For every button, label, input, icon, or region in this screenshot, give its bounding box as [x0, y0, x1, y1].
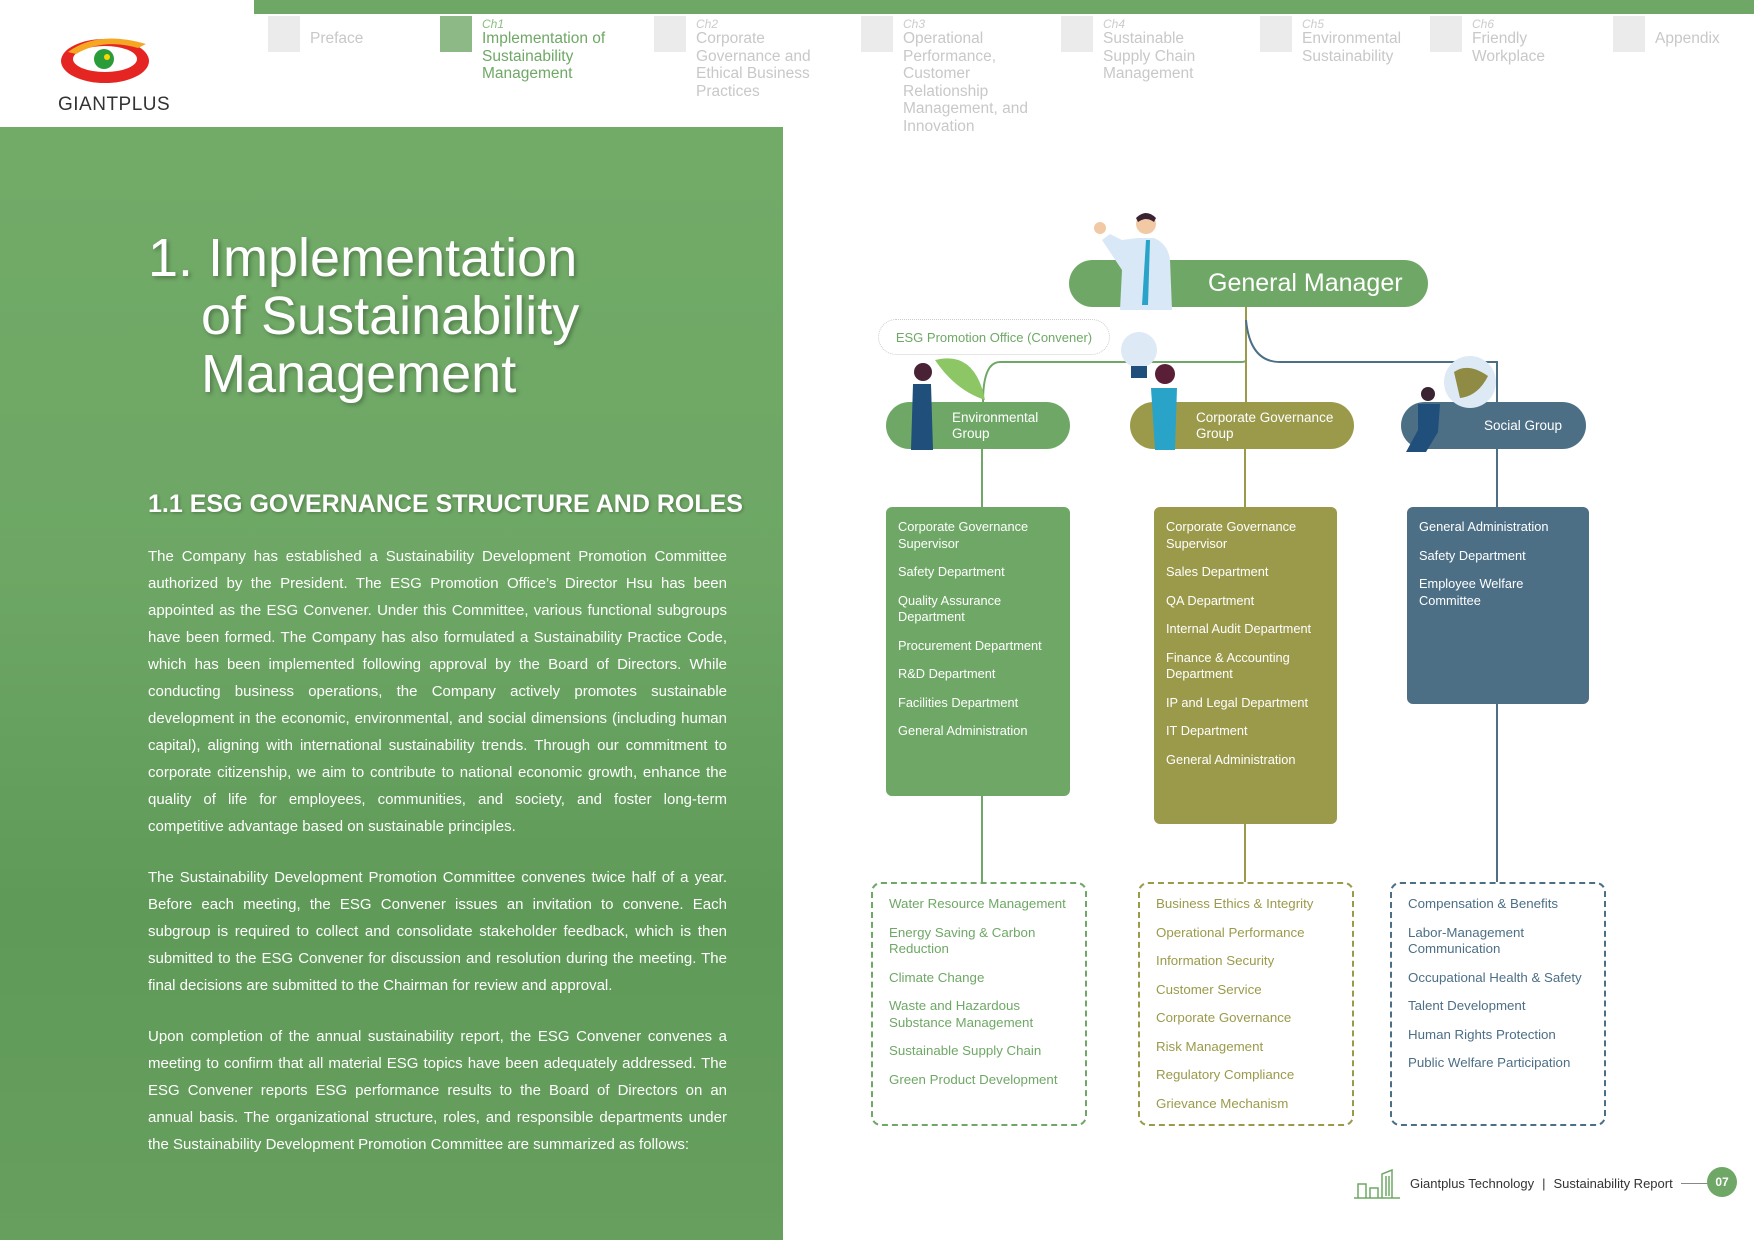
list-item: Procurement Department — [898, 637, 1042, 653]
footer-separator: | — [1542, 1175, 1546, 1191]
list-item: General Administration — [1419, 519, 1549, 534]
top-accent-bar — [254, 0, 1754, 14]
man-with-globe-icon — [1406, 356, 1496, 452]
footer: Giantplus Technology | Sustainability Re… — [1352, 1168, 1721, 1199]
list-item: IP and Legal Department — [1166, 694, 1309, 710]
list-item: Water Resource Management — [889, 896, 1066, 911]
city-buildings-icon — [1354, 1168, 1400, 1199]
list-item: Green Product Development — [889, 1071, 1058, 1087]
list-item: Sustainable Supply Chain — [889, 1043, 1042, 1058]
list-item: Finance & Accounting Department — [1166, 649, 1290, 682]
logo-mark-icon — [61, 38, 149, 83]
list-item: Business Ethics & Integrity — [1156, 896, 1314, 911]
woman-with-lightbulb-icon — [1121, 332, 1177, 450]
left-panel-background — [0, 127, 783, 1240]
list-item: Customer Service — [1156, 981, 1262, 997]
list-item: Talent Development — [1408, 998, 1526, 1013]
list-item: IT Department — [1166, 723, 1248, 738]
section-heading: 1.1 ESG GOVERNANCE STRUCTURE AND ROLES — [148, 490, 743, 518]
list-item: Occupational Health & Safety — [1408, 969, 1582, 985]
list-item: R&D Department — [898, 666, 996, 681]
list-item: Compensation & Benefits — [1408, 896, 1559, 911]
list-item: Safety Department — [898, 564, 1005, 579]
footer-report: Sustainability Report — [1553, 1175, 1673, 1191]
list-item: QA Department — [1166, 592, 1255, 608]
list-item: Energy Saving & Carbon Reduction — [889, 924, 1036, 957]
list-item: Employee Welfare Committee — [1419, 576, 1524, 608]
list-item: Corporate Governance Supervisor — [1166, 519, 1297, 551]
footer-company: Giantplus Technology — [1410, 1175, 1535, 1191]
list-item: Facilities Department — [898, 694, 1019, 710]
paragraph-2: The Sustainability Development Promotion… — [148, 869, 727, 994]
list-item: Quality Assurance Department — [898, 592, 1002, 625]
nav-preface[interactable]: Preface — [268, 16, 363, 52]
manager-figure-icon — [1094, 213, 1172, 310]
logo[interactable]: GIANTPLUS — [0, 0, 254, 127]
list-item: Labor-Management Communication — [1408, 924, 1525, 957]
paragraph-1: The Company has established a Sustainabi… — [148, 548, 727, 835]
footer-rule — [1680, 1182, 1721, 1184]
woman-with-leaf-icon — [911, 358, 985, 450]
list-item: Safety Department — [1419, 547, 1526, 563]
list-item: Corporate Governance — [1156, 1010, 1292, 1025]
list-item: Sales Department — [1166, 564, 1269, 579]
list-item: General Administration — [1166, 751, 1296, 767]
list-item: Internal Audit Department — [1166, 621, 1312, 636]
list-item: Climate Change — [889, 969, 985, 985]
list-item: Waste and Hazardous Substance Management — [889, 998, 1034, 1030]
list-item: Risk Management — [1156, 1038, 1264, 1054]
list-item: Information Security — [1156, 953, 1275, 968]
esg-promotion-office: ESG Promotion Office (Convener) — [878, 319, 1110, 355]
logo-text: GIANTPLUS — [58, 94, 171, 115]
list-item: General Administration — [898, 723, 1028, 738]
page-number: 07 — [1707, 1167, 1737, 1197]
nav-appendix[interactable]: Appendix — [1613, 16, 1720, 52]
list-item: Grievance Mechanism — [1156, 1095, 1289, 1111]
list-item: Regulatory Compliance — [1156, 1067, 1295, 1082]
list-item: Human Rights Protection — [1408, 1026, 1556, 1042]
paragraph-3: Upon completion of the annual sustainabi… — [148, 1028, 727, 1153]
list-item: Public Welfare Participation — [1408, 1055, 1571, 1070]
list-item: Corporate Governance Supervisor — [898, 519, 1029, 551]
list-item: Operational Performance — [1156, 924, 1305, 940]
